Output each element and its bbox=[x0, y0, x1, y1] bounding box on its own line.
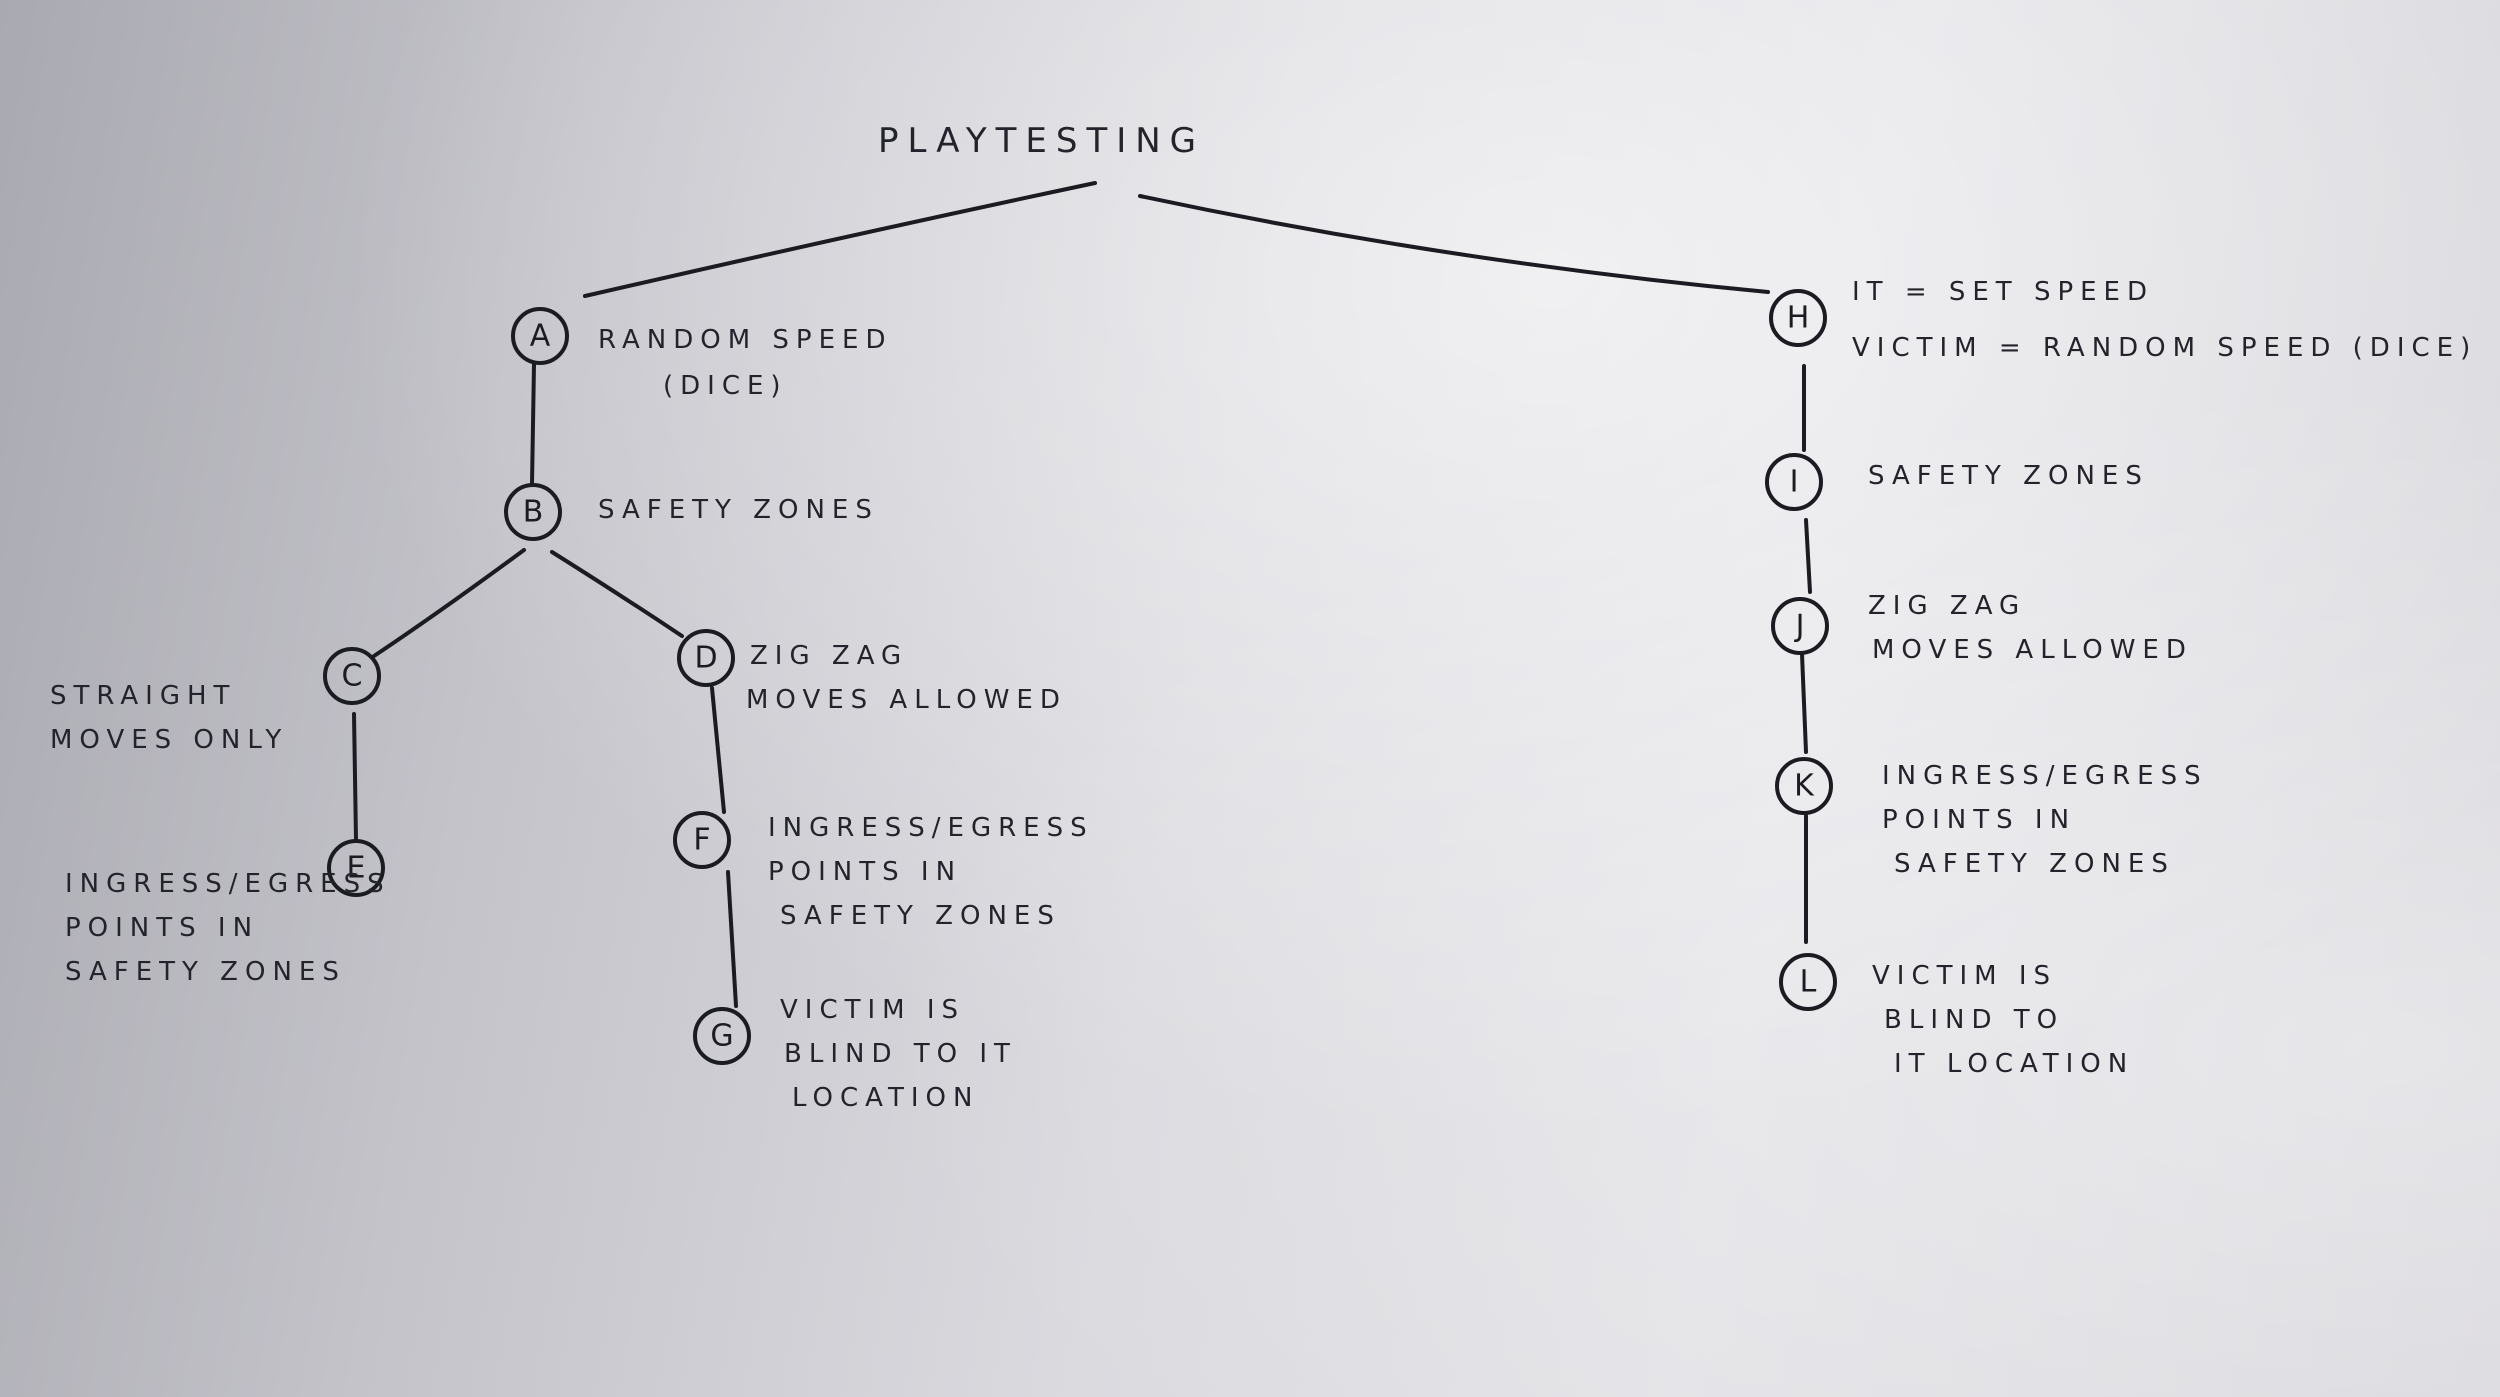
edge-c-e bbox=[352, 712, 358, 842]
edge-b-c bbox=[372, 548, 526, 658]
nodes-layer: A RANDOM SPEED (DICE) B SAFETY ZONES C STRAIGH… bbox=[50, 277, 2477, 1113]
node-h-circle bbox=[1769, 289, 1827, 347]
node-d-label-line: MOVES ALLOWED bbox=[746, 685, 1067, 715]
node-e-letter: E bbox=[347, 851, 366, 886]
node-f-circle bbox=[673, 811, 731, 869]
node-a-label-line: RANDOM SPEED bbox=[598, 325, 893, 355]
node-b: B SAFETY ZONES bbox=[504, 483, 879, 541]
node-c: C STRAIGHT MOVES ONLY bbox=[50, 647, 381, 755]
edge-d-f bbox=[710, 686, 726, 814]
edge-i-j bbox=[1804, 518, 1812, 594]
node-l-label-line: VICTIM IS bbox=[1872, 961, 2057, 991]
node-c-label-line: STRAIGHT bbox=[50, 681, 236, 711]
node-i-circle bbox=[1765, 453, 1823, 511]
node-d-label-line: ZIG ZAG bbox=[750, 641, 908, 671]
node-g: G VICTIM IS BLIND TO IT LOCATION bbox=[693, 995, 1017, 1113]
node-f-letter: F bbox=[693, 823, 710, 858]
node-j-label-line: MOVES ALLOWED bbox=[1872, 635, 2193, 665]
node-a-label-line: (DICE) bbox=[663, 371, 788, 401]
node-k-label-line: SAFETY ZONES bbox=[1894, 849, 2175, 879]
node-a-letter: A bbox=[530, 319, 551, 354]
node-c-circle bbox=[323, 647, 381, 705]
node-f: F INGRESS/EGRESS POINTS IN SAFETY ZONES bbox=[673, 811, 1094, 931]
node-l-label-line: BLIND TO bbox=[1884, 1005, 2064, 1035]
node-l: L VICTIM IS BLIND TO IT LOCATION bbox=[1779, 953, 2134, 1079]
node-b-circle bbox=[504, 483, 562, 541]
node-h: H IT = SET SPEED VICTIM = RANDOM SPEED (DI… bbox=[1769, 277, 2477, 363]
node-k-label-line: POINTS IN bbox=[1882, 805, 2076, 835]
node-c-letter: C bbox=[342, 659, 363, 694]
node-f-label-line: INGRESS/EGRESS bbox=[768, 813, 1094, 843]
node-g-label-line: BLIND TO IT bbox=[784, 1039, 1017, 1069]
node-h-label-line: IT = SET SPEED bbox=[1852, 277, 2154, 307]
node-e-label-line: SAFETY ZONES bbox=[65, 957, 346, 987]
node-j-circle bbox=[1771, 597, 1829, 655]
node-l-circle bbox=[1779, 953, 1837, 1011]
node-g-letter: G bbox=[710, 1019, 733, 1054]
node-k: K INGRESS/EGRESS POINTS IN SAFETY ZONES bbox=[1775, 757, 2208, 879]
node-l-label-line: IT LOCATION bbox=[1894, 1049, 2134, 1079]
node-a-circle bbox=[511, 307, 569, 365]
node-j-label-line: ZIG ZAG bbox=[1868, 591, 2026, 621]
node-g-label-line: LOCATION bbox=[792, 1083, 979, 1113]
node-a: A RANDOM SPEED (DICE) bbox=[511, 307, 893, 401]
node-k-circle bbox=[1775, 757, 1833, 815]
node-e-label-line: POINTS IN bbox=[65, 913, 259, 943]
node-d-circle bbox=[677, 629, 735, 687]
edge-b-d bbox=[550, 550, 684, 638]
node-e-label-line: INGRESS/EGRESS bbox=[65, 869, 391, 899]
node-f-label-line: POINTS IN bbox=[768, 857, 962, 887]
node-i: I SAFETY ZONES bbox=[1765, 453, 2149, 511]
edge-title-a bbox=[583, 181, 1097, 298]
edge-a-b bbox=[530, 362, 536, 486]
node-b-label-line: SAFETY ZONES bbox=[598, 495, 879, 525]
node-c-label-line: MOVES ONLY bbox=[50, 725, 288, 755]
node-e-circle bbox=[327, 839, 385, 897]
edge-title-h bbox=[1138, 194, 1770, 294]
node-d-letter: D bbox=[694, 641, 717, 676]
edge-f-g bbox=[726, 870, 738, 1008]
node-b-letter: B bbox=[523, 495, 544, 530]
node-g-circle bbox=[693, 1007, 751, 1065]
node-i-label-line: SAFETY ZONES bbox=[1868, 461, 2149, 491]
node-h-letter: H bbox=[1787, 301, 1810, 336]
node-k-label-line: INGRESS/EGRESS bbox=[1882, 761, 2208, 791]
node-g-label-line: VICTIM IS bbox=[780, 995, 965, 1025]
node-h-label-line: VICTIM = RANDOM SPEED (DICE) bbox=[1852, 333, 2477, 363]
diagram-title: PLAYTESTING bbox=[878, 121, 1205, 161]
node-f-label-line: SAFETY ZONES bbox=[780, 901, 1061, 931]
node-i-letter: I bbox=[1790, 465, 1799, 500]
node-k-letter: K bbox=[1794, 769, 1815, 804]
edge-j-k bbox=[1800, 652, 1808, 754]
edges-layer bbox=[352, 181, 1812, 1008]
node-j: J ZIG ZAG MOVES ALLOWED bbox=[1771, 591, 2193, 665]
node-l-letter: L bbox=[1800, 965, 1817, 1000]
node-d: D ZIG ZAG MOVES ALLOWED bbox=[677, 629, 1067, 715]
node-j-letter: J bbox=[1794, 609, 1805, 644]
